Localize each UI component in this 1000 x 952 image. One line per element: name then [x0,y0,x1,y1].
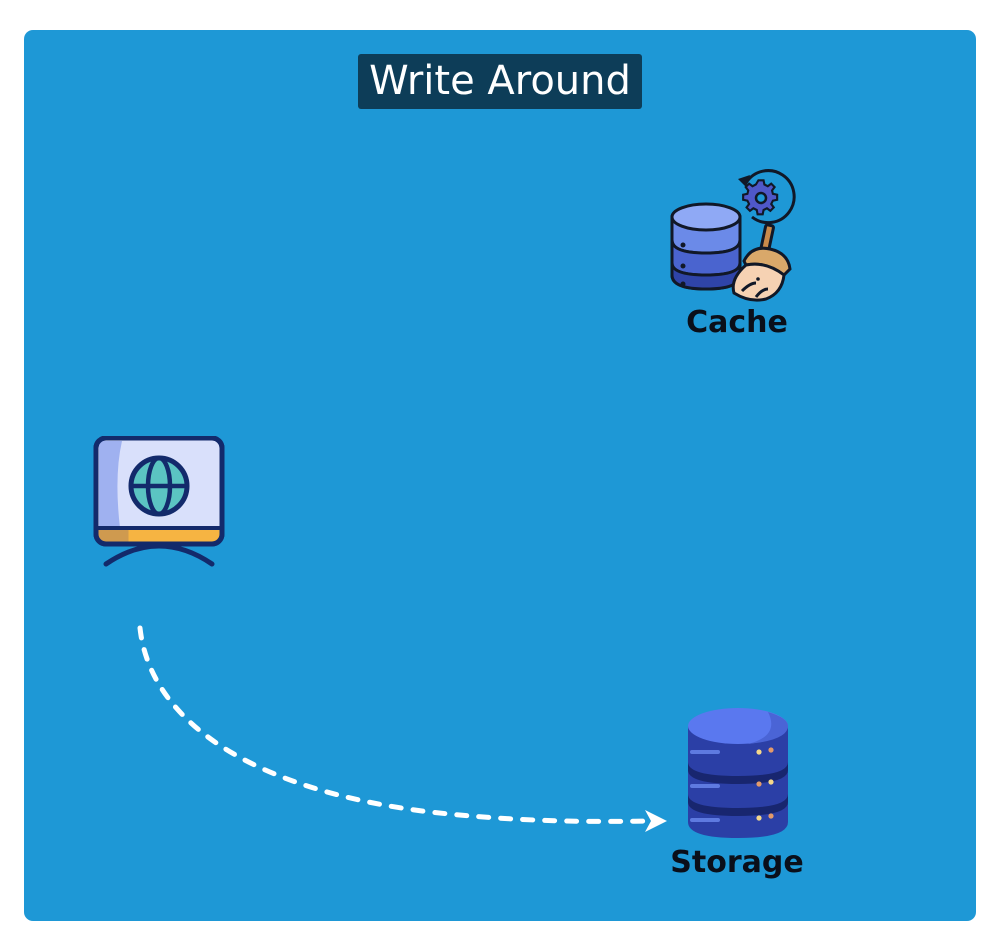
storage-label: Storage [670,845,804,880]
database-broom-gear-icon [670,169,796,302]
client-node [92,436,227,571]
storage-node [684,704,792,842]
database-server-icon [688,708,788,838]
diagram-title: Write Around [358,54,642,109]
globe-monitor-icon [93,436,225,567]
cache-label: Cache [686,305,788,340]
cache-node [666,165,806,305]
